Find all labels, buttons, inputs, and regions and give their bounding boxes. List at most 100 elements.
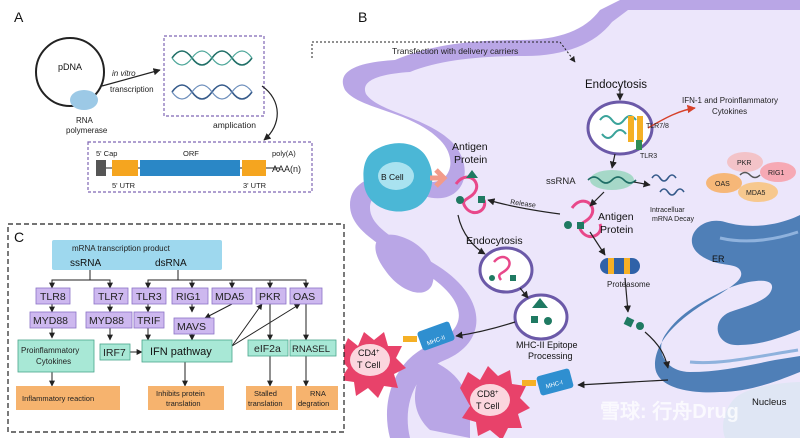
arrow-endo-ssrna (609, 153, 617, 169)
c-oas-box (289, 287, 323, 305)
proinf-box (17, 339, 95, 373)
cd4-label-main: CD4 (358, 348, 376, 358)
stalled-label-2: translation (248, 399, 283, 408)
header-box (52, 240, 222, 270)
proteasome-icon (600, 258, 640, 274)
ifn-box (141, 339, 233, 363)
panel-c-label: C (14, 229, 24, 245)
mhc2-vesicle (513, 293, 569, 341)
utr3-segment (242, 160, 266, 176)
er-structure (655, 215, 800, 393)
mhc2-epitope-label-1: MHC-II Epitope (516, 340, 578, 350)
ifn-label: IFN pathway (150, 346, 212, 358)
cd8-label-main: CD8 (477, 389, 495, 399)
decay-label-2: mRNA Decay (652, 216, 695, 223)
eif2a-box (247, 339, 289, 357)
rnasel-label: RNASEL (292, 344, 330, 355)
rig1-label: RIG1 (768, 170, 784, 177)
decay-strand-2 (659, 188, 685, 196)
myd88-a-box (29, 311, 77, 329)
proinf-label-2: Cytokines (36, 357, 71, 366)
aaa-label: AAA(n) (272, 164, 301, 174)
construct-box (87, 141, 313, 193)
mhc2-dot (544, 317, 552, 325)
trif-label: TRIF (137, 315, 160, 327)
c-dsrna-label: dsRNA (155, 258, 187, 269)
arrow-release (487, 198, 561, 215)
orf-label: ORF (183, 149, 199, 158)
rna-label-2: degration (298, 399, 329, 408)
cd4-label-sup: + (376, 349, 380, 355)
arrow-bcell-endo (457, 214, 486, 255)
endosome-mrna-2 (601, 129, 627, 139)
arrow-ssrna-antigen (589, 191, 605, 207)
tlr3-receptor (636, 140, 642, 150)
cd4-tcell-nucleus (350, 344, 390, 376)
ssrna-strand (587, 176, 637, 184)
arrow-ivt (101, 68, 161, 87)
mhc1-tag: MHC-I (545, 380, 564, 390)
tlr7-box (93, 287, 129, 305)
oas-label: OAS (715, 181, 730, 188)
pkr-bubble (727, 152, 763, 172)
rna-box (296, 386, 338, 410)
eif2a-label: eIF2a (254, 343, 281, 355)
inhibits-label-1: Inhibits protein (156, 389, 205, 398)
arrow-ssrna-decay (633, 180, 651, 188)
antigen-triangle-top (466, 170, 478, 178)
cd4-label-2: T Cell (357, 360, 380, 370)
c-rig1-label: RIG1 (176, 291, 201, 303)
antigen-square-top (478, 196, 485, 203)
mhc2-epitope-label-2: Processing (528, 351, 573, 361)
bcell-nucleus (378, 162, 414, 190)
dsrna-strand-icon (739, 171, 761, 179)
rna-label-1: RNA (310, 389, 326, 398)
c-rig1-box (171, 287, 209, 305)
endocytosis-left-label: Endocytosis (466, 235, 523, 247)
watermark: 雪球: 行舟Drug (600, 399, 739, 423)
tlr78-receptor (628, 116, 634, 142)
rig1-bubble (760, 162, 796, 182)
bcell-label: B Cell (381, 172, 404, 182)
c-tlr3-box (131, 287, 167, 305)
mhc2-square (531, 316, 538, 323)
cd8-tcr (522, 380, 536, 386)
panel-b-label: B (358, 9, 367, 25)
c-mda5-label: MDA5 (215, 291, 244, 303)
inflam-box (16, 386, 120, 410)
header-label: mRNA transcription product (72, 244, 171, 253)
utr5-label: 5' UTR (112, 181, 136, 190)
arrow-proteasome-peptide (623, 277, 632, 313)
rnasel-box (289, 339, 337, 357)
c-pkr-box (255, 287, 287, 305)
antigen-dot-top (456, 196, 464, 204)
inflam-label: Inflammatory reaction (22, 394, 94, 403)
endosome-left-dot (489, 275, 495, 281)
tlr8-box (35, 287, 71, 305)
tlr7-label: TLR7 (98, 291, 124, 303)
release-label: Release (510, 199, 537, 210)
peptide-fragment (623, 316, 635, 328)
cd8-label-1: CD8+ (477, 389, 499, 399)
panel-c: C mRNA transcription product ssRNA dsRNA (7, 223, 345, 433)
stalled-label-1: Stalled (254, 389, 277, 398)
mda5-bubble (738, 182, 778, 202)
mavs-box (173, 317, 215, 335)
mda5-label: MDA5 (746, 190, 766, 197)
polymerase-label-2: polymerase (66, 126, 108, 135)
arrow-amplication (261, 85, 278, 141)
ssrna-label: ssRNA (546, 176, 576, 187)
arrow-peptide-er (644, 331, 671, 369)
cd8-tcell-nucleus (470, 384, 510, 416)
irf7-label: IRF7 (103, 347, 126, 359)
ivt-label-1: in vitro (112, 69, 136, 78)
nucleus-label: Nucleus (752, 397, 787, 408)
utr3-label: 3' UTR (243, 181, 267, 190)
pdna-plasmid (35, 37, 105, 107)
mhc1-complex (536, 368, 574, 396)
mrna-strand-1b (171, 50, 253, 66)
panel-a-label: A (14, 9, 24, 25)
transfection-label: Transfection with delivery carriers (392, 46, 518, 56)
mhc2-complex (417, 321, 455, 351)
antigen-top-label-2: Protein (454, 154, 487, 166)
